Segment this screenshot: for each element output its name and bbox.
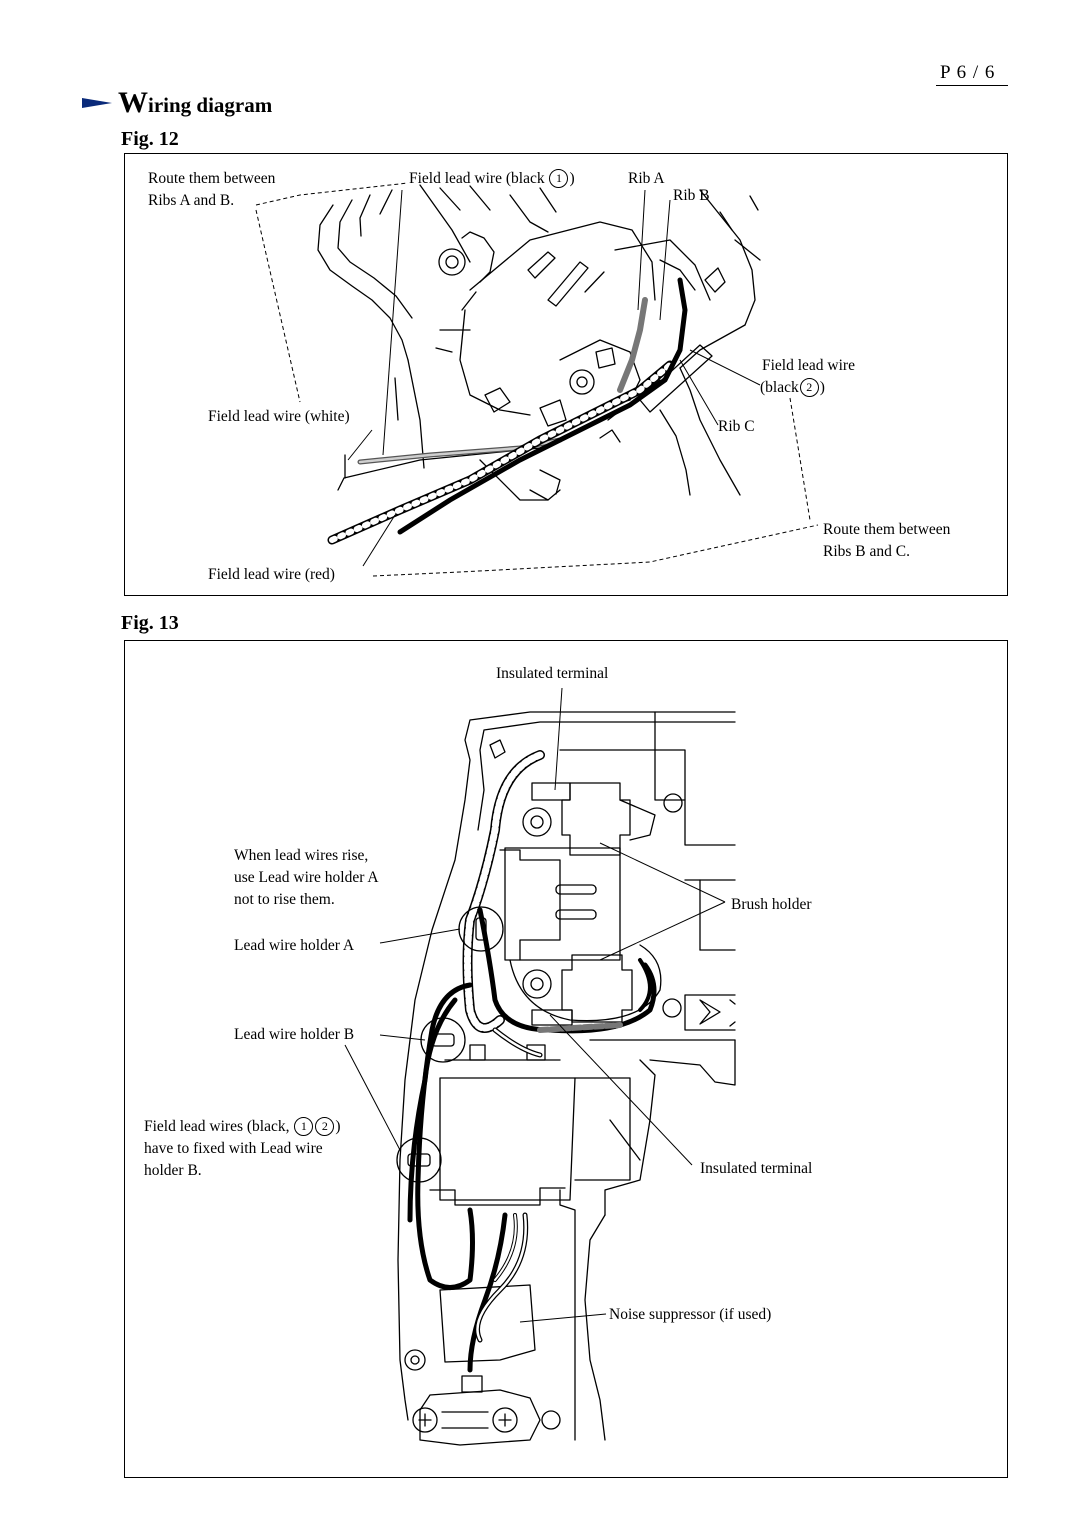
fig12-field-black1-suffix: ) <box>569 170 575 187</box>
fig12-field-black1-label: Field lead wire (black 1) <box>409 168 575 190</box>
fig13-insulated-terminal-top: Insulated terminal <box>496 665 609 682</box>
fig13-noise-suppressor: Noise suppressor (if used) <box>609 1306 772 1323</box>
fig12-route-bc-line1: Route them between <box>823 521 951 538</box>
fig13-brush-holder: Brush holder <box>731 896 812 913</box>
pointer-arrow-icon <box>82 98 112 108</box>
fig13-field-wires-prefix: Field lead wires (black, <box>144 1118 290 1135</box>
title-initial: W <box>118 86 148 119</box>
fig12-caption: Fig. 12 <box>121 128 179 150</box>
fig13-when-rise-line3: not to rise them. <box>234 891 335 908</box>
fig12-field-red: Field lead wire (red) <box>208 566 335 583</box>
circle-number-2-icon: 2 <box>315 1117 335 1136</box>
fig12-field-black2-suffix: ) <box>819 379 825 396</box>
fig12-field-black2-prefix: (black <box>760 379 799 396</box>
fig12-rib-b: Rib B <box>673 187 710 204</box>
fig12-route-ab-line2: Ribs A and B. <box>148 192 235 209</box>
fig13-when-rise-line1: When lead wires rise, <box>234 847 369 864</box>
page-number: P 6 / 6 <box>940 62 996 83</box>
fig12-field-white: Field lead wire (white) <box>208 408 350 425</box>
page-title: Wiring diagram <box>118 86 272 120</box>
fig13-insulated-terminal-bottom: Insulated terminal <box>700 1160 813 1177</box>
fig12-field-black2-line1: Field lead wire <box>762 357 855 374</box>
fig13-holder-a: Lead wire holder A <box>234 937 355 954</box>
fig13-holder-b: Lead wire holder B <box>234 1026 355 1043</box>
fig12-rib-c: Rib C <box>718 418 755 435</box>
circle-number-1-icon: 1 <box>549 169 569 188</box>
fig13-field-wires-suffix: ) <box>335 1118 341 1135</box>
fig12-field-black1-prefix: Field lead wire (black <box>409 170 545 187</box>
fig13-field-wires-line2: have to fixed with Lead wire <box>144 1140 323 1157</box>
page-number-underline <box>936 85 1008 86</box>
circle-number-1-icon: 1 <box>294 1117 314 1136</box>
fig13-field-wires-line3: holder B. <box>144 1162 202 1179</box>
fig12-frame <box>124 153 1008 596</box>
fig13-when-rise-line2: use Lead wire holder A <box>234 869 379 886</box>
title-rest: iring diagram <box>148 93 273 117</box>
fig13-frame <box>124 640 1008 1478</box>
fig12-route-bc-line2: Ribs B and C. <box>823 543 910 560</box>
fig12-rib-a: Rib A <box>628 170 665 187</box>
circle-number-2-icon: 2 <box>799 378 819 397</box>
fig13-caption: Fig. 13 <box>121 612 179 634</box>
fig12-route-ab-line1: Route them between <box>148 170 276 187</box>
